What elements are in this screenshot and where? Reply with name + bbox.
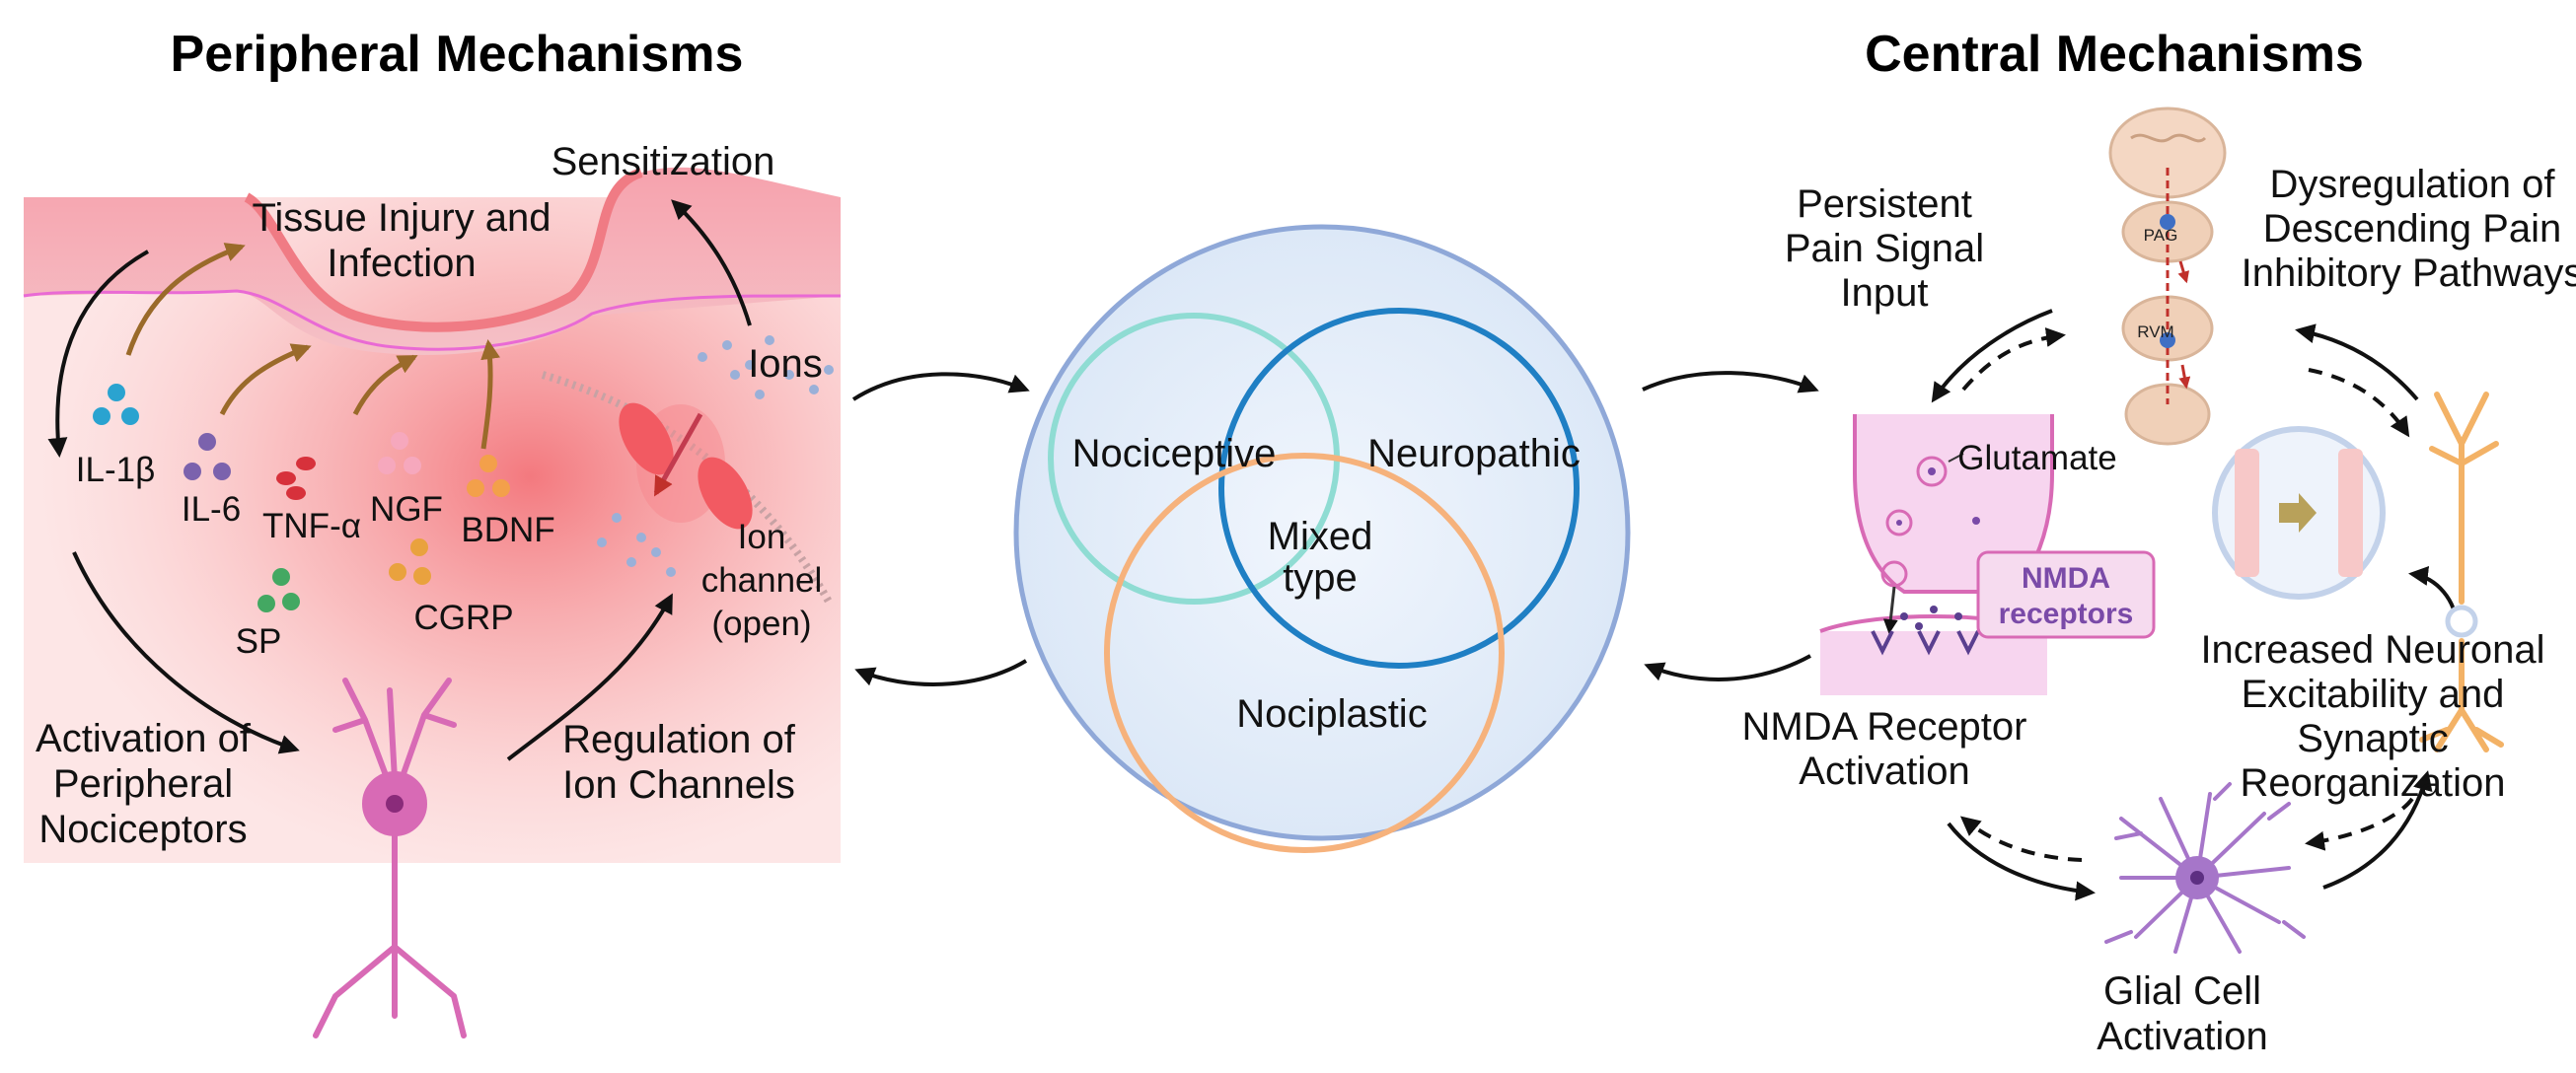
peripheral-panel: Peripheral Mechanisms Sensitization Tiss… (23, 26, 842, 1038)
central-title: Central Mechanisms (1865, 26, 2364, 83)
brain-to-synapse-arrow (1931, 309, 2053, 403)
brown-arrow-3 (352, 354, 418, 416)
neuronal-label-4: Reorganization (2240, 761, 2505, 805)
neuronal-label-2: Excitability and (2242, 673, 2505, 716)
ions (597, 335, 834, 577)
glutamate-pointer (1948, 453, 1964, 463)
regulation-arrow (506, 593, 673, 761)
tissue-injury-label-2: Infection (327, 242, 476, 285)
cgrp-dots (389, 538, 431, 585)
nmda-receptors-box (1976, 550, 2156, 639)
synapse-to-brain-arrow (1961, 327, 2066, 392)
pyramidal-neuron-icon (2419, 392, 2504, 752)
mixed-label-2: type (1283, 556, 1358, 600)
ion-channel-label-3: (open) (711, 605, 811, 643)
il6-label: IL-6 (182, 490, 241, 529)
nociplastic-circle (1104, 453, 1505, 853)
peripheral-to-center-arrow (851, 372, 1030, 401)
activation-label-3: Nociceptors (38, 808, 247, 851)
sp-label: SP (236, 622, 282, 661)
dysregulation-label-2: Descending Pain (2263, 207, 2561, 250)
wound-edge (244, 168, 643, 332)
neuronal-label-3: Synaptic (2297, 717, 2448, 760)
neuron-to-glia-arrow (2305, 797, 2414, 851)
neuronal-label-1: Increased Neuronal (2200, 628, 2544, 672)
nmda-receptors-label-2: receptors (1999, 598, 2134, 630)
activation-label-1: Activation of (36, 717, 252, 760)
ngf-dots (378, 432, 421, 474)
regulation-label-1: Regulation of (562, 718, 796, 761)
center-to-peripheral-arrow (854, 659, 1028, 686)
regulation-label-2: Ion Channels (562, 763, 795, 807)
ion-channel (619, 402, 753, 530)
nociceptive-label: Nociceptive (1072, 432, 1277, 475)
dysregulation-label-1: Dysregulation of (2269, 163, 2555, 206)
il1b-label: IL-1β (76, 451, 155, 489)
skin-layer (24, 167, 841, 355)
persistent-label-2: Pain Signal (1785, 227, 1984, 270)
persistent-label-3: Input (1841, 271, 1929, 315)
ngf-label: NGF (370, 490, 443, 529)
nmda-receptors-label-1: NMDA (2022, 562, 2110, 595)
central-to-center-arrow (1644, 654, 1811, 681)
persistent-label-1: Persistent (1797, 182, 1972, 226)
rvm-label: RVM (2137, 322, 2173, 341)
synaptic-reorganization-icon (2212, 426, 2386, 600)
ions-label: Ions (748, 342, 823, 386)
ion-channel-label-1: Ion (738, 518, 786, 556)
activation-arrow (72, 551, 300, 754)
glutamate-label: Glutamate (1957, 439, 2116, 477)
brown-arrow-4 (480, 339, 501, 450)
sensitization-arrow (671, 199, 752, 326)
tnfa-label: TNF-α (262, 507, 361, 545)
ion-channel-label-2: channel (701, 561, 823, 600)
tissue-injury-label-1: Tissue Injury and (252, 196, 551, 240)
pain-type-venn: Nociceptive Neuropathic Mixed type Nocip… (1013, 224, 1631, 853)
brain-stack: PAG RVM (2108, 107, 2227, 446)
mixed-label-1: Mixed (1268, 515, 1373, 558)
membrane (541, 371, 833, 604)
il6-dots (184, 433, 231, 480)
center-to-central-arrow (1642, 371, 1819, 393)
il1b-dots (93, 384, 139, 425)
peripheral-title: Peripheral Mechanisms (171, 26, 744, 83)
nociplastic-label: Nociplastic (1236, 692, 1427, 736)
inflammation-glow (24, 197, 841, 863)
neuron-to-brain-arrow (2295, 323, 2419, 401)
outer-circle (1013, 224, 1631, 841)
brown-arrow-2 (219, 343, 312, 416)
glial-cell-icon (2104, 782, 2306, 954)
tnfa-dots (276, 457, 316, 500)
central-panel: Central Mechanisms PAG RVM Persistent Pa… (1742, 26, 2576, 1058)
nmda-activation-label-2: Activation (1799, 750, 1969, 793)
glial-label-2: Activation (2097, 1015, 2267, 1058)
brown-arrow-1 (125, 243, 246, 356)
sp-dots (258, 568, 300, 612)
nociceptor-neuron (313, 678, 467, 1038)
sensitization-label: Sensitization (552, 140, 775, 183)
nmda-activation-label-1: NMDA Receptor (1742, 705, 2027, 749)
glia-to-neuron-arrow (2322, 770, 2433, 890)
activation-label-2: Peripheral (53, 762, 233, 806)
injury-to-il1b-arrow (47, 250, 149, 458)
bdnf-dots (467, 455, 510, 497)
pag-label: PAG (2144, 226, 2178, 245)
dysregulation-label-3: Inhibitory Pathways (2242, 251, 2576, 295)
spinal-cord-icon (2124, 383, 2211, 446)
neuropathic-label: Neuropathic (1367, 432, 1581, 475)
neuropathic-circle (1218, 308, 1580, 669)
cgrp-label: CGRP (413, 599, 513, 637)
synapse (1819, 414, 2054, 695)
synapse-to-glia-arrow (1947, 822, 2096, 901)
brain-to-neuron-arrow (2308, 368, 2410, 438)
glial-label-1: Glial Cell (2103, 969, 2261, 1013)
bdnf-label: BDNF (461, 511, 554, 549)
